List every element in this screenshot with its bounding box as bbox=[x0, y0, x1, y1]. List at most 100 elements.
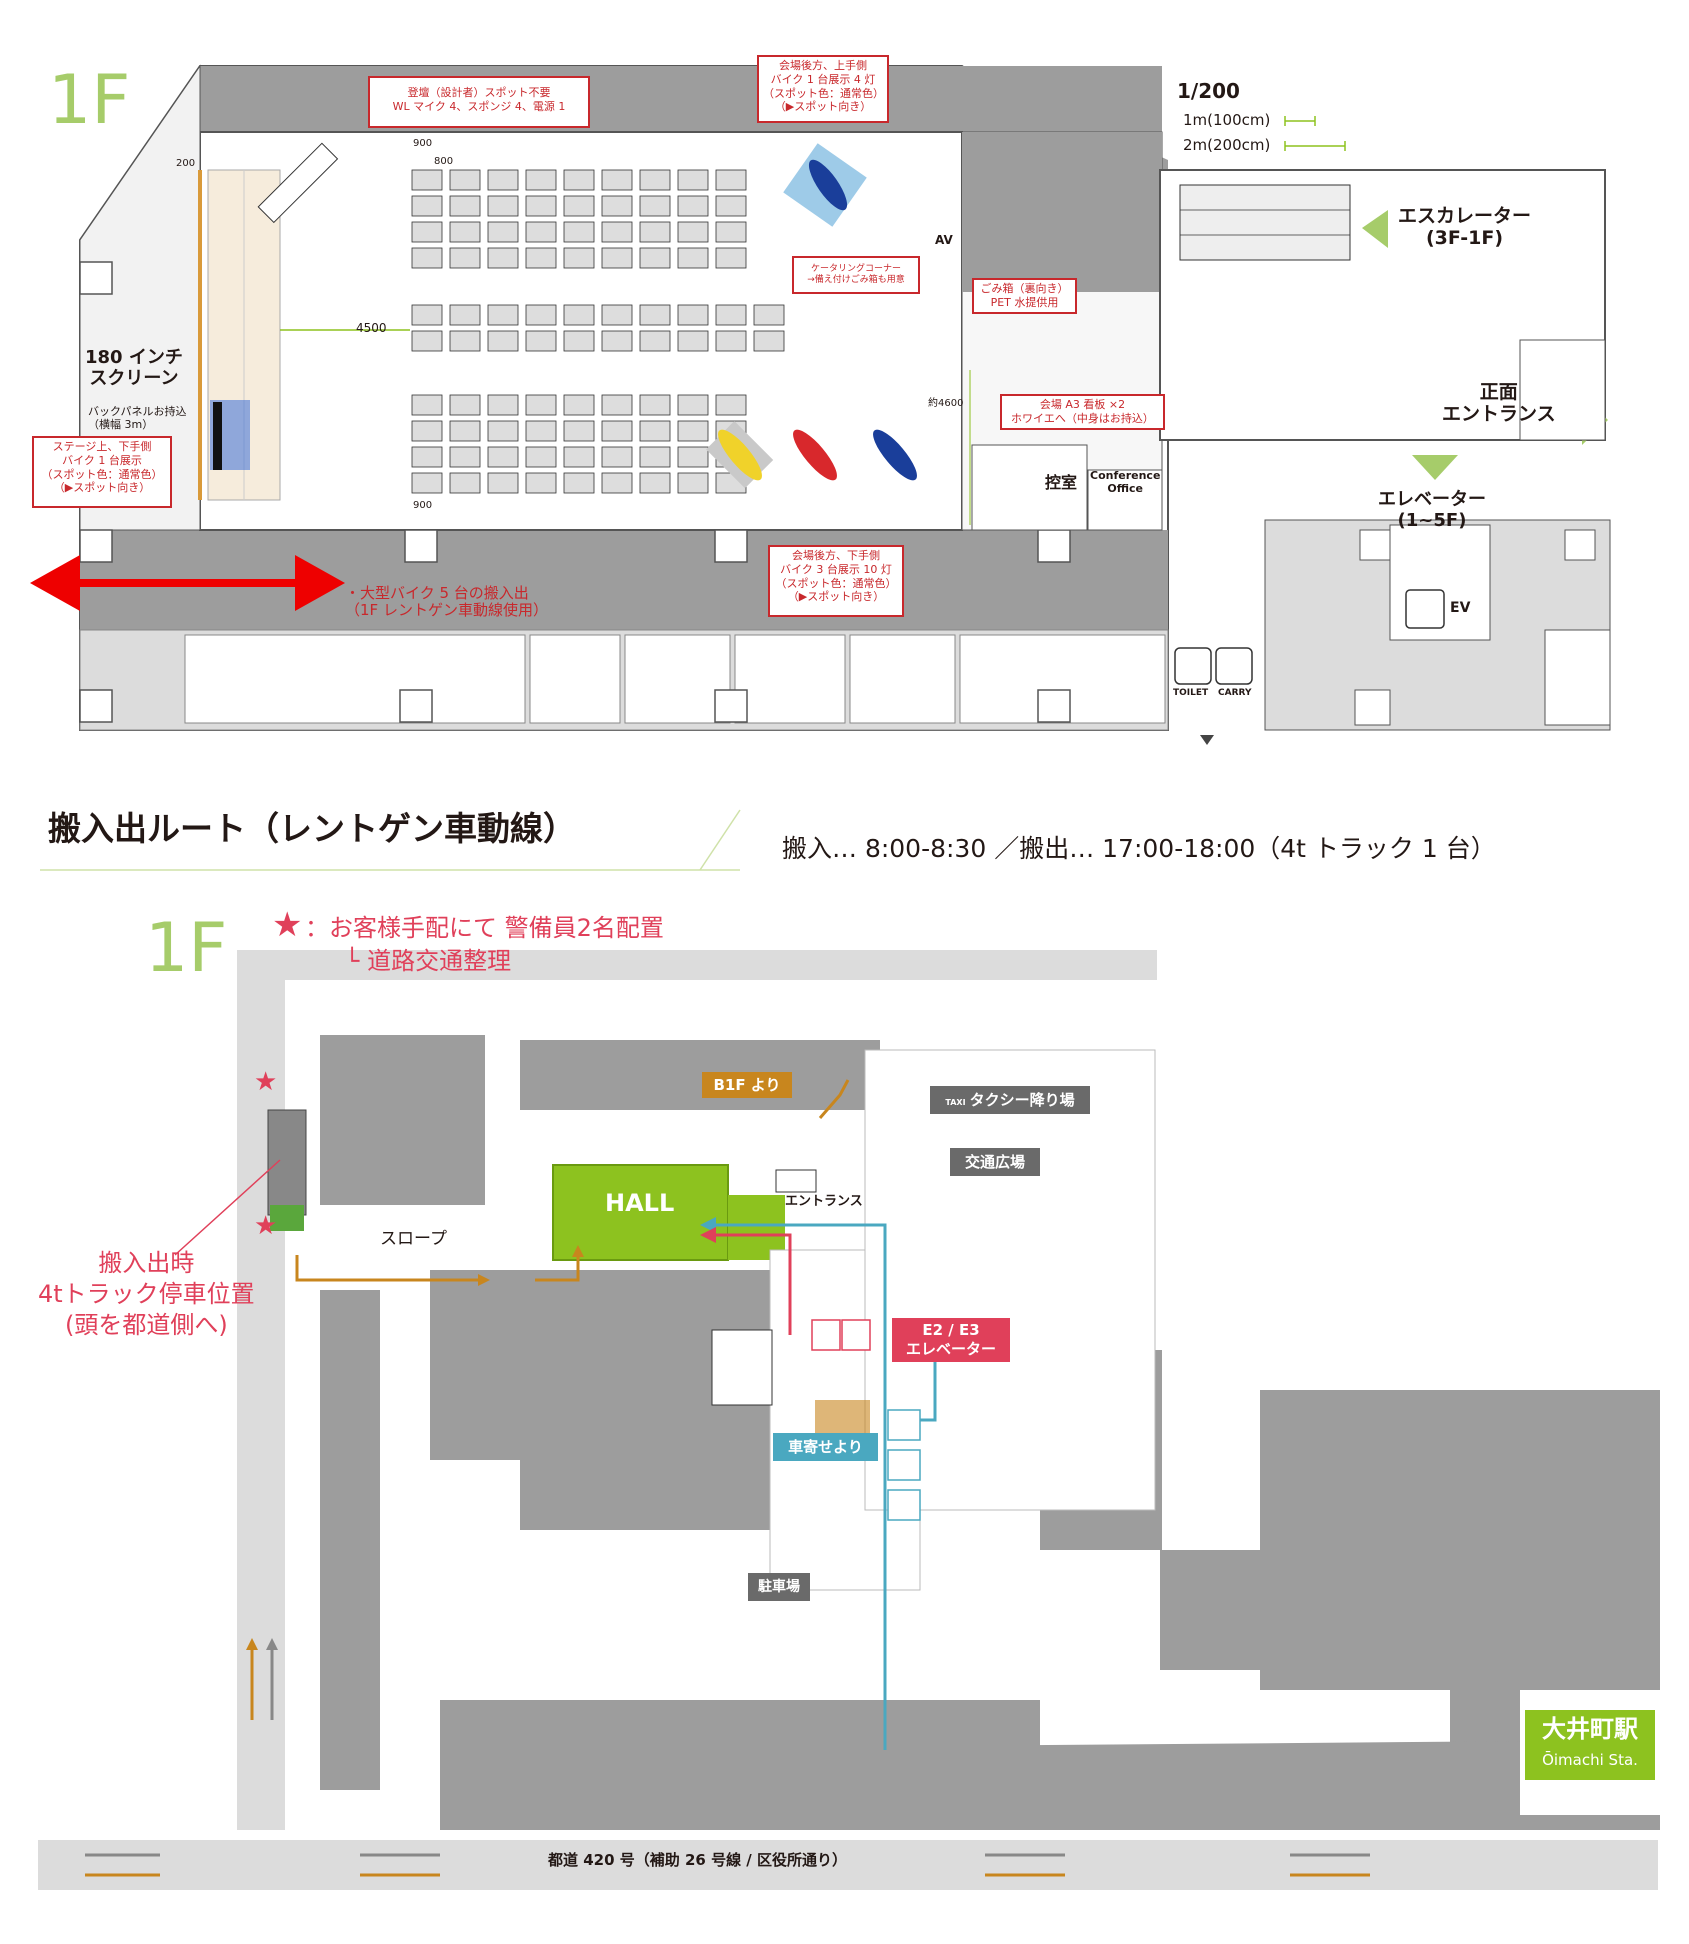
seat bbox=[449, 221, 481, 243]
seat bbox=[487, 304, 519, 326]
seat bbox=[677, 394, 709, 416]
note-stage: 登壇（設計者）スポット不要 WL マイク 4、スポンジ 4、電源 1 bbox=[368, 76, 590, 128]
seat bbox=[411, 169, 443, 191]
dim-900-top: 900 bbox=[413, 138, 433, 149]
seat bbox=[449, 446, 481, 468]
seat bbox=[601, 195, 633, 217]
station-sign: 大井町駅 Ōimachi Sta. bbox=[1525, 1710, 1655, 1780]
seat bbox=[563, 195, 595, 217]
seat bbox=[525, 195, 557, 217]
seat bbox=[487, 247, 519, 269]
screen-label: 180 インチ スクリーン bbox=[85, 347, 183, 389]
elevator-tag: E2 / E3 エレベーター bbox=[892, 1318, 1010, 1362]
hall-label: HALL bbox=[605, 1189, 675, 1217]
escalator-label: エスカレーター (3F-1F) bbox=[1398, 205, 1532, 249]
seat bbox=[449, 472, 481, 494]
seat bbox=[715, 394, 747, 416]
seat bbox=[677, 330, 709, 352]
seat bbox=[411, 472, 443, 494]
seat bbox=[449, 195, 481, 217]
station-name-en: Ōimachi Sta. bbox=[1542, 1751, 1638, 1769]
seat bbox=[601, 221, 633, 243]
bike-route-label: ・大型バイク 5 台の搬入出 （1F レントゲン車動線使用） bbox=[345, 584, 548, 620]
note-rear-upper: 会場後方、上手側 バイク 1 台展示 4 灯 （スポット色：通常色） （▶スポッ… bbox=[757, 55, 889, 123]
seat bbox=[525, 446, 557, 468]
seat bbox=[411, 221, 443, 243]
seat bbox=[715, 304, 747, 326]
seat bbox=[715, 330, 747, 352]
seat bbox=[601, 420, 633, 442]
note-signboard: 会場 A3 看板 ×2 ホワイエへ（中身はお持込） bbox=[1000, 394, 1165, 430]
seat bbox=[525, 169, 557, 191]
seat bbox=[639, 330, 671, 352]
seat bbox=[411, 330, 443, 352]
route-section: 搬入出ルート（レントゲン車動線） bbox=[0, 750, 1689, 1944]
note-trash: ごみ箱（裏向き） PET 水提供用 bbox=[972, 278, 1077, 314]
seat bbox=[677, 472, 709, 494]
seat bbox=[563, 169, 595, 191]
seat bbox=[639, 169, 671, 191]
seat bbox=[449, 420, 481, 442]
seat bbox=[525, 304, 557, 326]
seat bbox=[677, 221, 709, 243]
route-map-drawing bbox=[38, 809, 1660, 1890]
route-title: 搬入出ルート（レントゲン車動線） bbox=[48, 809, 576, 848]
parking-tag: 駐車場 bbox=[748, 1573, 810, 1601]
seat bbox=[563, 420, 595, 442]
legend-guards: ：お客様手配にて 警備員2名配置 bbox=[305, 914, 664, 942]
seat bbox=[449, 330, 481, 352]
seat bbox=[677, 304, 709, 326]
seat bbox=[563, 221, 595, 243]
legend-traffic: └ 道路交通整理 bbox=[345, 947, 512, 975]
star-bottom-icon: ★ bbox=[254, 1211, 278, 1241]
b1f-tag: B1F より bbox=[702, 1072, 792, 1098]
dim-900-bottom: 900 bbox=[413, 500, 433, 511]
dim-200: 200 bbox=[176, 158, 196, 169]
seat bbox=[563, 394, 595, 416]
ev-label: EV bbox=[1450, 600, 1471, 616]
seat bbox=[601, 472, 633, 494]
scale-ratio: 1/200 bbox=[1177, 79, 1240, 103]
seat bbox=[639, 247, 671, 269]
carry-label: CARRY bbox=[1218, 688, 1252, 698]
seat bbox=[487, 420, 519, 442]
seat bbox=[487, 169, 519, 191]
scale-bar-2m: 2m(200cm) bbox=[1183, 136, 1271, 154]
legend-star-icon: ★ bbox=[272, 905, 303, 945]
conference-office-label: Conference Office bbox=[1090, 469, 1161, 495]
route-floor-label: 1F bbox=[145, 909, 228, 988]
seat bbox=[487, 446, 519, 468]
seat bbox=[753, 304, 785, 326]
seat bbox=[411, 247, 443, 269]
note-catering: ケータリングコーナー →備え付けごみ箱も用意 bbox=[792, 256, 920, 294]
floor-plan-drawing bbox=[30, 64, 1611, 745]
taxi-label: タクシー降り場 bbox=[969, 1091, 1075, 1109]
main-entrance-label: 正面 エントランス bbox=[1442, 381, 1556, 425]
truck-note: 搬入出時 4tトラック停車位置 (頭を都道側へ) bbox=[38, 1249, 255, 1340]
seat bbox=[715, 247, 747, 269]
seat bbox=[563, 304, 595, 326]
seat bbox=[639, 394, 671, 416]
taxi-icon: TAXI bbox=[945, 1098, 966, 1107]
seat bbox=[449, 169, 481, 191]
seat bbox=[639, 195, 671, 217]
seat bbox=[563, 247, 595, 269]
seat bbox=[487, 472, 519, 494]
seat bbox=[639, 446, 671, 468]
av-label: AV bbox=[935, 233, 953, 247]
floor-label: 1F bbox=[48, 61, 131, 140]
seat bbox=[639, 420, 671, 442]
seat bbox=[411, 446, 443, 468]
bike-route-arrow bbox=[30, 555, 345, 611]
dim-4600: 約4600 bbox=[928, 398, 964, 409]
seat bbox=[487, 394, 519, 416]
seat bbox=[677, 195, 709, 217]
seat bbox=[487, 330, 519, 352]
seat bbox=[601, 446, 633, 468]
dim-4500: 4500 bbox=[356, 321, 387, 335]
seat bbox=[411, 394, 443, 416]
seat bbox=[601, 247, 633, 269]
seat bbox=[639, 472, 671, 494]
seat bbox=[715, 221, 747, 243]
slope-label: スロープ bbox=[380, 1229, 447, 1249]
